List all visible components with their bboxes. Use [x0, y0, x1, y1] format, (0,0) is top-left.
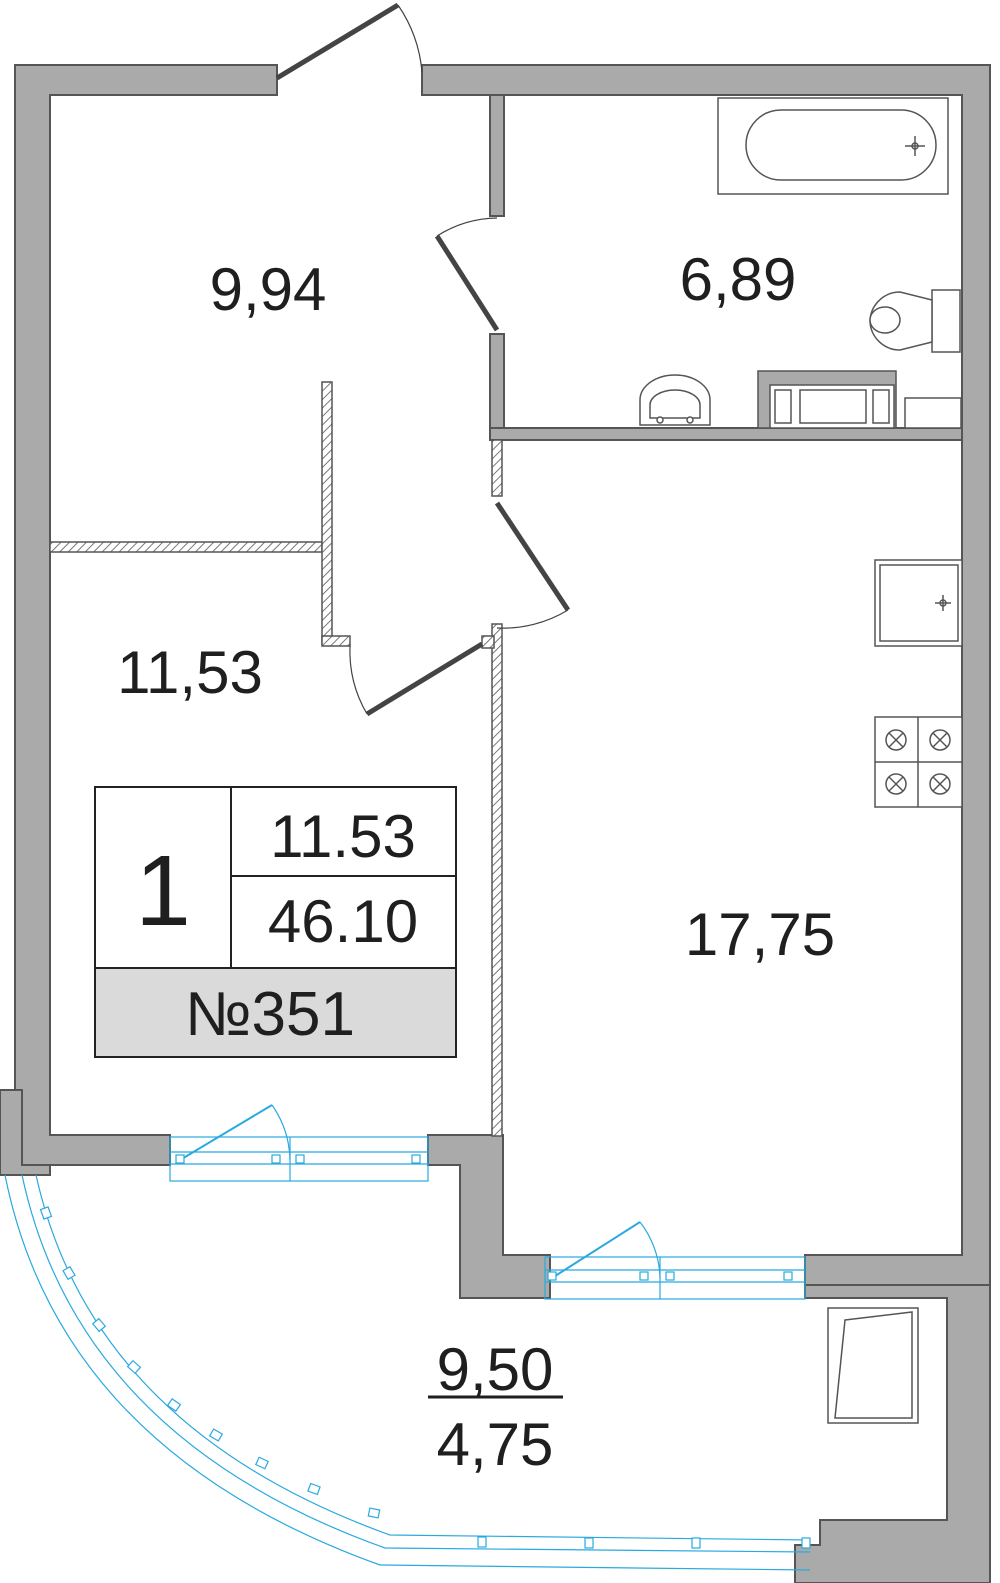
vanity-drawer-center — [799, 389, 867, 424]
wall-bath-bottom — [489, 427, 963, 441]
kitchen-door-swing — [496, 609, 569, 629]
partitions — [49, 381, 503, 1137]
vanity-drawer-right — [872, 389, 890, 424]
loggia-glazing-inner — [35, 1174, 811, 1541]
bedroom-door-swing — [349, 645, 368, 715]
kitchen-living-area: 17,75 — [685, 901, 835, 968]
bathroom-area: 6,89 — [680, 246, 797, 313]
partition-bedroom-vertical — [321, 381, 333, 645]
kitchen-window-swing — [639, 1221, 661, 1279]
bathtub-inner — [745, 109, 937, 181]
entrance-door-swing — [397, 4, 423, 73]
partition-stub — [321, 635, 351, 647]
wall-bath-left-lower — [489, 333, 505, 429]
wall-loggia-right — [794, 1284, 991, 1583]
apartment-number: №351 — [185, 980, 355, 1049]
bedroom-area: 11,53 — [117, 639, 263, 706]
bathroom-door — [434, 234, 500, 332]
kitchen-window-sash — [551, 1221, 641, 1279]
vanity-drawer-left — [774, 389, 792, 424]
bedroom-door — [365, 641, 484, 717]
glazing — [4, 1104, 811, 1571]
bedroom-window-sash — [179, 1104, 273, 1161]
shelf — [904, 397, 962, 429]
hall-area: 9,94 — [210, 256, 327, 323]
kitchen-window — [544, 1256, 806, 1300]
sink-basin — [649, 389, 701, 419]
loggia-area: 9,50 — [437, 1336, 554, 1403]
bedroom-window — [169, 1136, 429, 1182]
entrance-door — [275, 2, 400, 81]
wall-bath-left-upper — [489, 94, 505, 217]
sink-tap-left — [656, 416, 664, 424]
bathroom-fixtures — [639, 97, 962, 429]
loggia-cabinet — [827, 1307, 919, 1424]
loggia-glazing-mid — [21, 1174, 811, 1553]
partition-kitchen-lower — [491, 623, 503, 1137]
kitchen-fixtures — [874, 559, 963, 808]
sink-tap-right — [686, 416, 694, 424]
loggia-reduced-area: 4,75 — [437, 1411, 554, 1478]
kitchen-drain-icon — [935, 595, 951, 611]
total-area: 46.10 — [268, 888, 418, 955]
partition-kitchen-upper — [491, 439, 503, 497]
bathroom-door-swing — [436, 217, 498, 237]
kitchen-door — [494, 501, 571, 612]
wall-loggia-left-stub — [0, 1089, 51, 1176]
drain-icon — [905, 136, 925, 156]
toilet-seat — [869, 306, 901, 334]
wall-top-right — [421, 64, 991, 1286]
apartment-info-box: 1 11.53 46.10 №351 — [94, 786, 457, 1058]
burner-icon — [885, 729, 951, 795]
bedroom-window-swing — [271, 1104, 291, 1161]
partition-hall-bedroom — [49, 541, 323, 553]
wall-loggia-middle — [427, 1134, 551, 1299]
loggia-glazing-outer — [4, 1174, 811, 1571]
living-area: 11.53 — [270, 803, 416, 870]
partition-kitchen-nub — [481, 635, 495, 649]
toilet-tank — [931, 289, 961, 353]
walls — [0, 64, 991, 1583]
rooms-count: 1 — [135, 835, 191, 947]
doors — [275, 2, 571, 717]
loggia-mullions — [39, 1206, 811, 1549]
